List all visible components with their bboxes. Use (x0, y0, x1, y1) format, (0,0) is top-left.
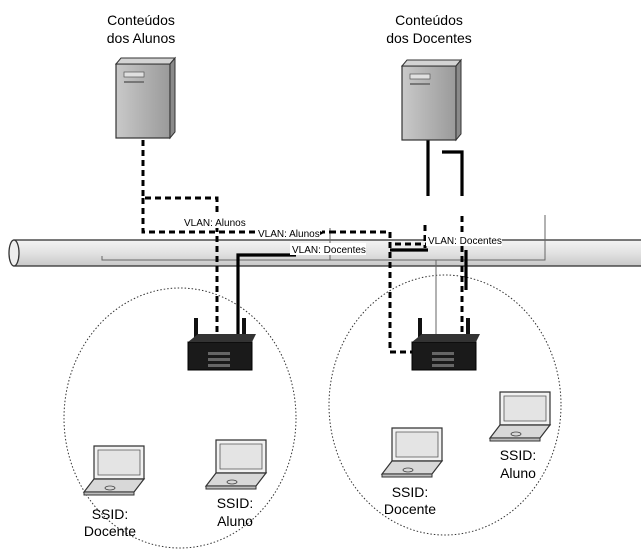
left-docente-name: Docente (84, 523, 136, 539)
right-docente-name: Docente (384, 501, 436, 517)
vlan-alunos-label-1: VLAN: Alunos (184, 218, 246, 229)
right-docente-ssid: SSID: (392, 484, 429, 500)
laptop-left-docente (83, 445, 145, 496)
vlan-alunos-label-2: VLAN: Alunos (258, 229, 320, 240)
server-docentes (400, 58, 463, 142)
laptop-right-aluno (489, 391, 551, 442)
left-docente-ssid: SSID: (92, 506, 129, 522)
left-aluno-name: Aluno (217, 513, 253, 529)
access-point-right (411, 317, 481, 371)
server-docentes-caption-1: Conteúdos (395, 12, 463, 28)
wifi-cell-left (63, 287, 297, 549)
server-alunos-caption-1: Conteúdos (107, 12, 175, 28)
server-docentes-caption-2: dos Docentes (386, 30, 472, 46)
vlan-docentes-label-1: VLAN: Docentes (292, 245, 366, 256)
laptop-left-aluno (205, 439, 267, 490)
server-alunos-caption-2: dos Alunos (107, 30, 176, 46)
vlan-docentes-label-2: VLAN: Docentes (428, 236, 502, 247)
right-aluno-name: Aluno (500, 465, 536, 481)
vlan-docentes-path (236, 140, 468, 350)
left-aluno-ssid: SSID: (217, 495, 254, 511)
wifi-cell-right (328, 274, 562, 536)
right-aluno-ssid: SSID: (500, 447, 537, 463)
server-alunos (114, 56, 177, 140)
laptop-right-docente (381, 427, 443, 478)
access-point-left (187, 317, 257, 371)
